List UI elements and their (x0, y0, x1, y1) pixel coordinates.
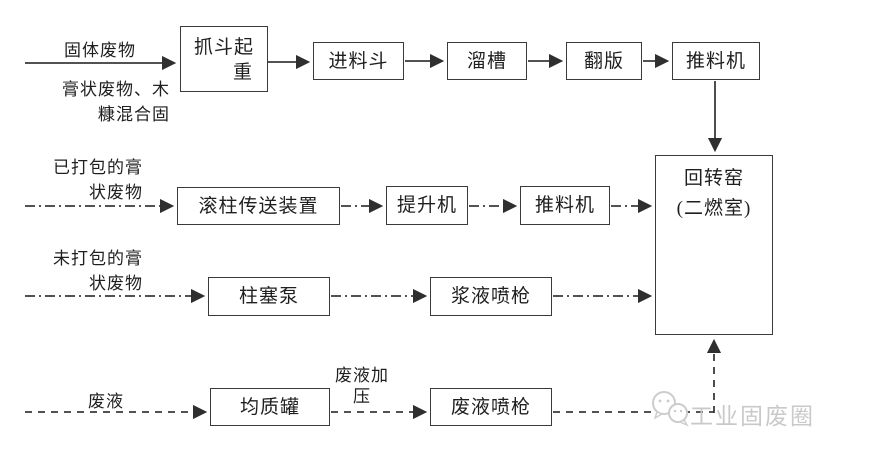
node-grab-crane-line2: 重 (232, 62, 253, 83)
label-packed-paste-line1: 已打包的膏 (53, 158, 143, 177)
node-homogenizing-tank: 均质罐 (210, 388, 330, 426)
node-pusher-mid: 推料机 (520, 186, 610, 225)
label-paste-wood-mix-line2: 糠混合固 (98, 105, 170, 124)
label-packed-paste-waste: 已打包的膏 状废物 (38, 155, 143, 205)
solid-waste-arrows (25, 53, 723, 153)
label-waste-liquid-pressurize: 废液加 压 (330, 365, 394, 407)
label-paste-wood-mix: 膏状废物、木 糠混合固 (44, 77, 170, 127)
label-pressurize-line2: 压 (353, 387, 371, 406)
node-plunger-pump: 柱塞泵 (208, 277, 330, 316)
node-waste-liquid-spray-gun: 废液喷枪 (430, 388, 552, 426)
label-solid-waste: 固体废物 (64, 41, 136, 60)
node-grab-crane-line1: 抓斗起 (193, 37, 254, 58)
label-unpacked-paste-waste: 未打包的膏 状废物 (38, 246, 143, 296)
label-unpacked-paste-line1: 未打包的膏 (53, 249, 143, 268)
node-chute: 溜槽 (447, 42, 527, 80)
node-elevator: 提升机 (386, 186, 468, 225)
node-flip-plate: 翻版 (566, 42, 642, 80)
node-pusher-top: 推料机 (672, 42, 760, 80)
node-rotary-kiln-line1: 回转窑 (683, 168, 744, 189)
node-rotary-kiln-line2: (二燃室) (676, 198, 752, 219)
watermark-text: 工业固废圈 (690, 404, 815, 430)
label-paste-wood-mix-line1: 膏状废物、木 (62, 80, 170, 99)
node-grab-crane: 抓斗起 重 (180, 26, 268, 92)
node-rotary-kiln: 回转窑 (二燃室) (655, 155, 773, 335)
label-pressurize-line1: 废液加 (335, 366, 389, 385)
paste-waste-dashdot-arrows (25, 198, 653, 304)
label-waste-liquid: 废液 (88, 392, 124, 411)
node-roller-conveyor: 滚柱传送装置 (177, 187, 340, 225)
label-packed-paste-line2: 状废物 (89, 183, 143, 202)
label-unpacked-paste-line2: 状废物 (89, 274, 143, 293)
wechat-bubbles-icon (652, 391, 689, 427)
node-feed-hopper: 进料斗 (313, 42, 404, 80)
node-slurry-spray-gun: 浆液喷枪 (430, 277, 552, 316)
